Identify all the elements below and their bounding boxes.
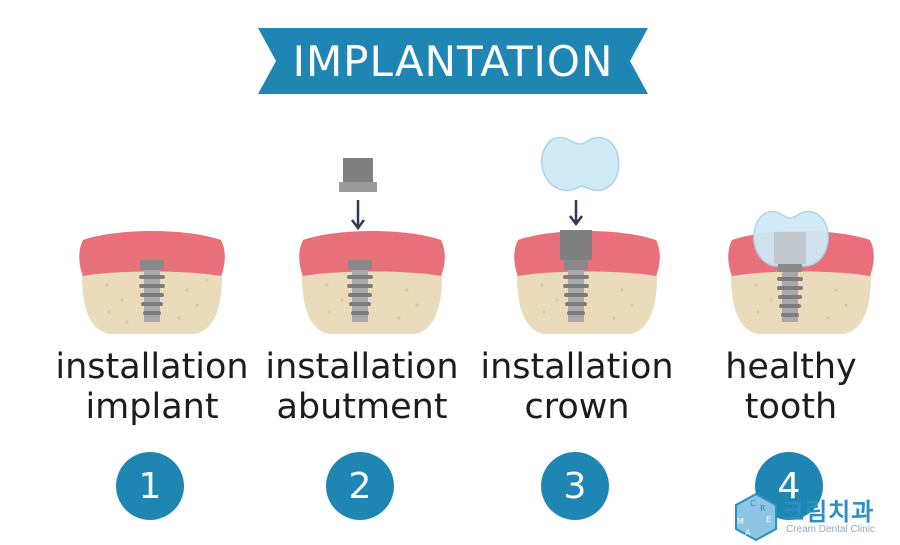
svg-text:M: M [737, 517, 744, 526]
svg-text:A: A [745, 528, 751, 537]
step-3: installation crown 3 [472, 0, 682, 545]
svg-text:E: E [766, 515, 771, 524]
bone-dots [105, 278, 209, 324]
step-label-line1: installation [55, 347, 249, 387]
title-banner: IMPLANTATION [258, 28, 648, 94]
step-number-badge: 1 [116, 452, 184, 520]
step-1: installation implant 1 [47, 0, 257, 545]
crown-piece [541, 136, 620, 192]
implant-illustration [79, 231, 225, 334]
step-label-line2: implant [85, 387, 219, 427]
step-4: healthy tooth 4 [686, 0, 896, 545]
step-number-badge: 3 [541, 452, 609, 520]
step-number-badge: 2 [326, 452, 394, 520]
step-label-line1: installation [480, 347, 674, 387]
step-label-line1: healthy [725, 347, 857, 387]
healthy-tooth-illustration [728, 210, 874, 334]
step-label-line2: abutment [276, 387, 448, 427]
page-title: IMPLANTATION [292, 36, 614, 86]
clinic-logo-icon: C R E A M [735, 492, 777, 542]
down-arrow-icon [569, 200, 583, 227]
clinic-name-korean: 크림치과 [782, 498, 875, 526]
ribbon-shape [258, 28, 648, 94]
abutment-piece [339, 158, 377, 192]
clinic-name-english: Cream Dental Clinic [786, 524, 875, 535]
abutment-illustration [299, 158, 445, 334]
step-2: installation abutment 2 [257, 0, 467, 545]
gum-shape [79, 231, 225, 276]
down-arrow-icon [351, 200, 365, 231]
implant-screw [139, 260, 165, 322]
clinic-watermark: C R E A M 크림치과 Cream Dental Clinic [732, 490, 900, 545]
svg-text:C: C [750, 499, 756, 508]
step-label-line2: crown [524, 387, 630, 427]
crown-illustration [514, 136, 660, 334]
step-label-line1: installation [265, 347, 459, 387]
step-label-line2: tooth [744, 387, 838, 427]
svg-text:R: R [760, 504, 766, 513]
